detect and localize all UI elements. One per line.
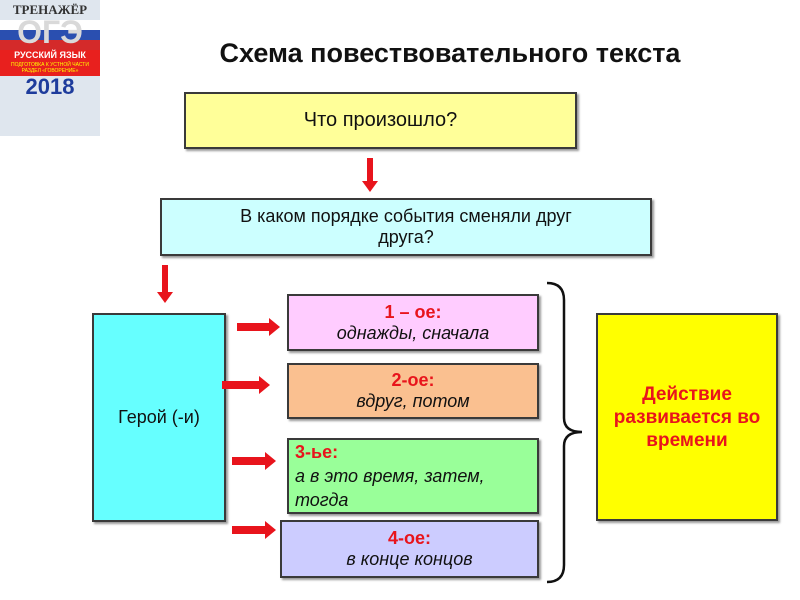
arrow-down-icon [157, 265, 173, 303]
cover-text: ОГЭ [17, 14, 83, 50]
cover-text: ПОДГОТОВКА К УСТНОЙ ЧАСТИ [11, 62, 89, 68]
step-label: 3-ье: [295, 442, 339, 462]
step-label: 4-ое: [387, 528, 431, 548]
result-box: Действие развивается во времени [596, 313, 778, 521]
step-label: 2-ое: [391, 370, 435, 390]
step-label: 1 – ое: [384, 301, 442, 322]
arrow-right-icon [232, 452, 276, 470]
cover-text: РАЗДЕЛ «ГОВОРЕНИЕ» [21, 68, 79, 74]
cover-text: РУССКИЙ ЯЗЫК [14, 50, 86, 60]
step-4-box: 4-ое: в конце концов [280, 520, 539, 578]
arrow-down-icon [362, 158, 378, 192]
question-what-happened: Что произошло? [184, 92, 577, 149]
step-text: однажды, сначала [336, 322, 490, 343]
step-2-box: 2-ое: вдруг, потом [287, 363, 539, 419]
step-3-box: 3-ье: а в это время, затем, тогда [287, 438, 539, 514]
step-1-box: 1 – ое: однажды, сначала [287, 294, 539, 351]
arrow-right-icon [237, 318, 280, 336]
step-text: в конце концов [346, 549, 473, 569]
arrow-right-icon [222, 376, 270, 394]
arrow-right-icon [232, 521, 276, 539]
step-text: а в это время, затем, тогда [295, 466, 485, 510]
step-text: вдруг, потом [356, 391, 470, 411]
hero-box: Герой (-и) [92, 313, 226, 522]
cover-text: 2018 [25, 74, 75, 99]
book-cover-image: ТРЕНАЖЁР ОГЭ РУССКИЙ ЯЗЫК ПОДГОТОВКА К У… [0, 0, 100, 136]
slide-title: Схема повествовательного текста [219, 38, 681, 68]
cover-text: ТРЕНАЖЁР [12, 2, 88, 17]
question-order: В каком порядке события сменяли друг дру… [160, 198, 652, 256]
curly-brace-icon [546, 281, 583, 584]
